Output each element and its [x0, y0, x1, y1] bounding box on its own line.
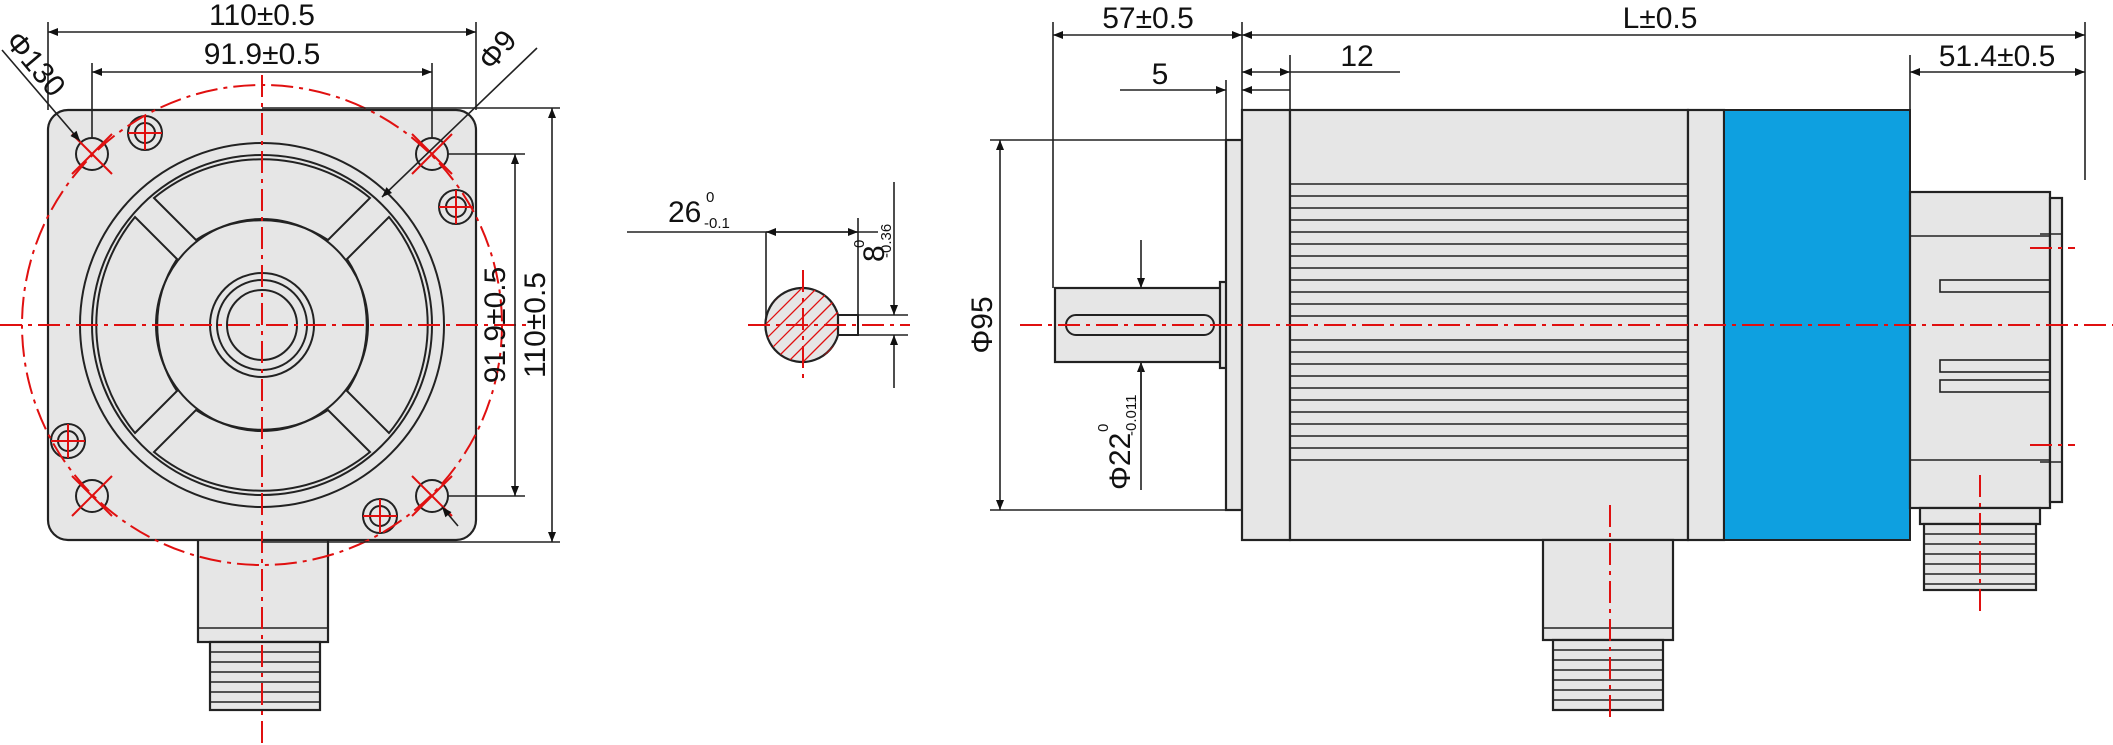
side-dimensions: [990, 22, 2086, 511]
front-bolt-spacing-label: 91.9±0.5: [204, 38, 321, 71]
svg-text:-0.1: -0.1: [704, 215, 730, 232]
shaft-length-label: 57±0.5: [1102, 2, 1194, 35]
side-centerlines: [1020, 247, 2113, 720]
rear-length-label: 51.4±0.5: [1939, 40, 2056, 73]
front-ventilation-windows: [95, 158, 429, 492]
svg-text:0: 0: [851, 240, 868, 248]
side-view: 57±0.5 L±0.5 5 12 51.4±0.5 Φ95 Φ22 0 -0.…: [966, 2, 2113, 720]
flange-offset-label: 12: [1340, 40, 1373, 73]
pilot-dia-label: Φ95: [966, 296, 999, 353]
shaft-dia-label: Φ22: [1104, 433, 1137, 490]
svg-text:-0.36: -0.36: [878, 224, 895, 258]
side-encoder-housing: [1908, 190, 2052, 510]
front-width-label: 110±0.5: [209, 0, 315, 32]
shaft-key-section: 26 0 -0.1 8 0 -0.36: [627, 182, 910, 388]
front-circle-dia-label: Φ130: [0, 25, 71, 103]
svg-text:0: 0: [706, 189, 714, 206]
front-view: 110±0.5 91.9±0.5 Φ130 Φ9 91.9±0.5 110±0.…: [0, 0, 560, 745]
overall-length-label: L±0.5: [1623, 2, 1698, 35]
front-connector-thread: [210, 651, 320, 703]
svg-text:-0.011: -0.011: [1123, 395, 1140, 436]
key-depth-label: 26: [668, 196, 701, 229]
front-centerlines: [0, 75, 530, 745]
key-width-label: 8: [858, 245, 891, 262]
side-height-label: 110±0.5: [519, 272, 552, 378]
svg-text:0: 0: [1095, 424, 1112, 432]
side-power-connector: [1541, 538, 1675, 642]
side-bolt-spacing-label: 91.9±0.5: [479, 267, 512, 384]
front-dimensions: [1, 22, 560, 543]
side-cooling-fins: [1290, 183, 1688, 461]
flange-thickness-label: 5: [1152, 58, 1169, 91]
key-dimensions: [627, 182, 908, 388]
